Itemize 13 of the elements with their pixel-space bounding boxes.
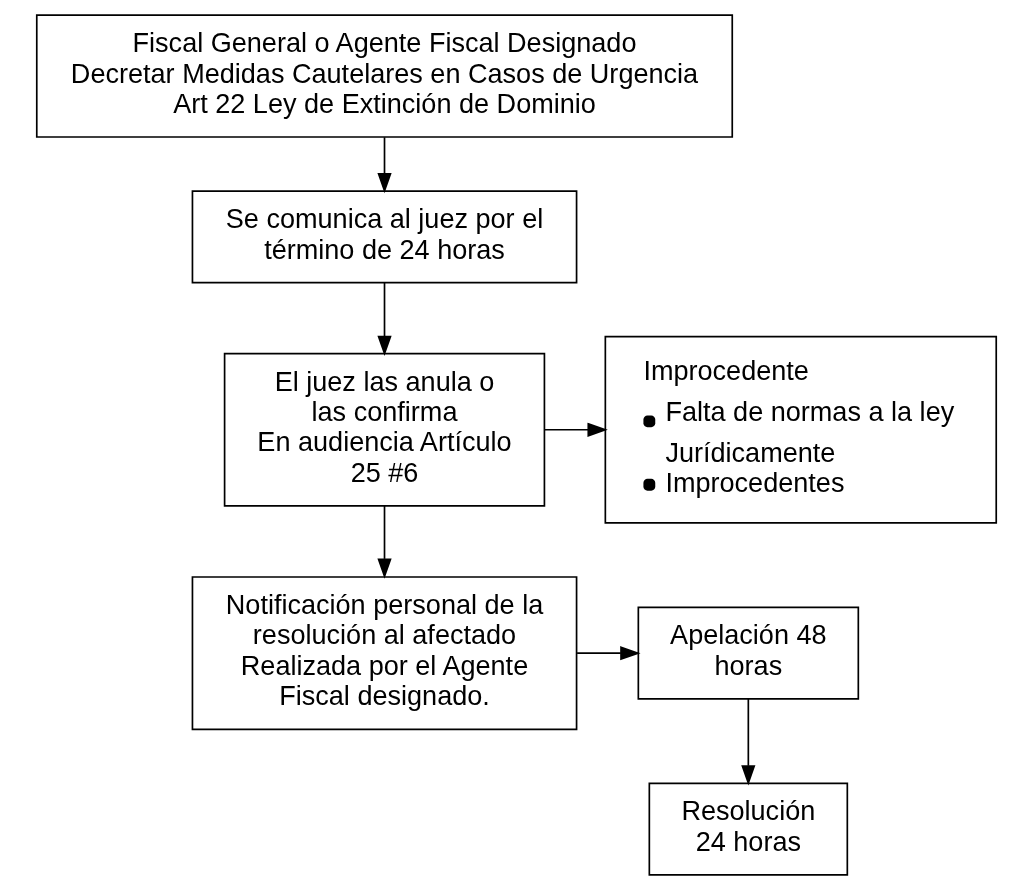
arrow bbox=[543, 422, 608, 437]
node-box: Improcedente Falta de normas a la ley Jurídicamente Improcedentes bbox=[604, 335, 998, 524]
node-box: Fiscal General o Agente Fiscal Designado Decretar Medidas Cautelares en Casos de Urgencia Art 22 Ley de Extinción de Dominio bbox=[35, 14, 734, 138]
node-box: El juez las anula o las confirma En audiencia Artículo 25 #6 bbox=[223, 352, 546, 507]
node-box: Resolución 24 horas bbox=[648, 782, 849, 876]
arrow bbox=[377, 505, 392, 579]
node-box: Se comunica al juez por el término de 24 horas bbox=[191, 190, 578, 284]
node-box: Apelación 48 horas bbox=[637, 606, 860, 700]
node-box: Notificación personal de la resolución al afectado Realizada por el Agente Fiscal designado. bbox=[191, 576, 578, 731]
arrow bbox=[377, 282, 392, 357]
arrow bbox=[741, 698, 756, 786]
arrow bbox=[576, 646, 641, 661]
arrow bbox=[377, 136, 392, 194]
